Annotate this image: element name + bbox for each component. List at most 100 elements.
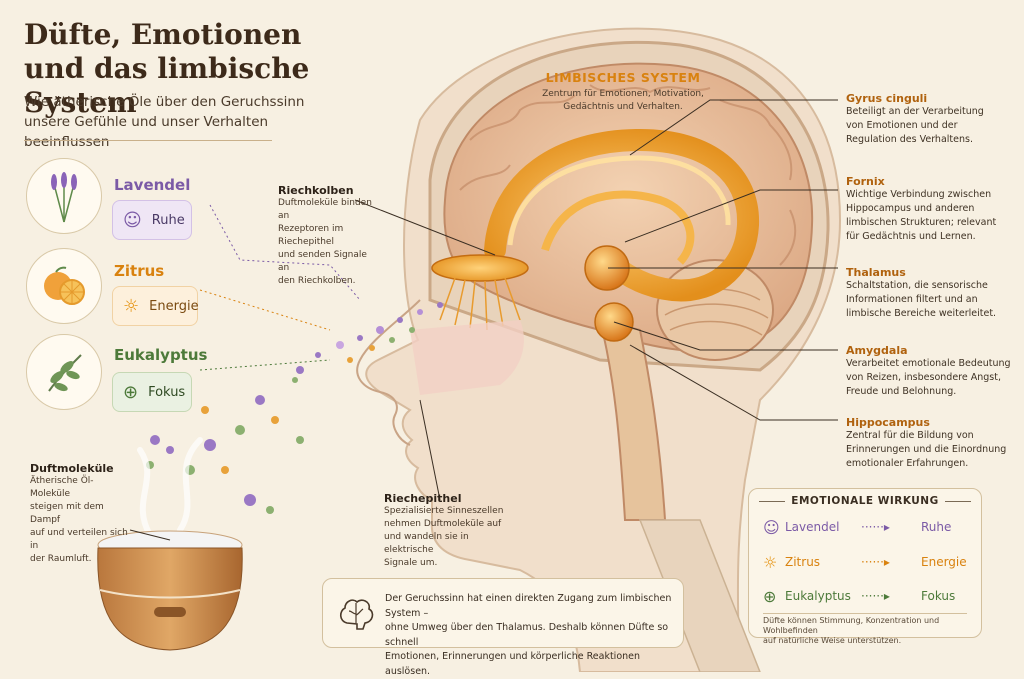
structure-desc: Informationen filtert und an (846, 294, 978, 305)
structure-desc: Regulation des Verhaltens. (846, 134, 973, 145)
structure-desc: limbischen Strukturen; relevant (846, 217, 997, 228)
brain-folds (459, 84, 797, 320)
legend-footer: Düfte können Stimmung, Konzentration und… (763, 616, 940, 645)
structure-desc: Zentral für die Bildung von (846, 430, 974, 441)
structure-hippocampus: Hippocampus Zentral für die Bildung von … (846, 416, 1018, 471)
subtitle-line-1: Wie ätherische Öle über den Geruchssinn (24, 94, 305, 110)
structure-desc: emotionaler Erfahrungen. (846, 458, 969, 469)
vapor (137, 437, 203, 538)
riechepithel-label: Riechepithel Spezialisierte Sinneszellen… (384, 492, 514, 570)
structure-desc: Schaltstation, die sensorische (846, 280, 988, 291)
structure-title: Gyrus cinguli (846, 92, 928, 105)
olfactory-nerves (439, 277, 521, 331)
fornix-arc (541, 190, 695, 265)
oil-effect-label: Energie (149, 298, 199, 314)
arrow-icon: ⋅⋅⋅⋅⋅⋅▸ (861, 520, 890, 534)
diffuser-title: Duftmoleküle (30, 462, 114, 475)
limbic-desc-2: Gedächtnis und Verhalten. (563, 102, 683, 112)
structure-gyrus-cinguli: Gyrus cinguli Beteiligt an der Verarbeit… (846, 92, 1016, 147)
oil-effect-eukalyptus: ⊕ Fokus (112, 372, 192, 412)
structure-title: Amygdala (846, 344, 908, 357)
lavender-image (26, 158, 102, 234)
diffuser-label: Duftmoleküle Ätherische Öl-Moleküle stei… (30, 462, 130, 566)
riechepithel-desc-3: und wandeln sie in elektrische (384, 532, 469, 555)
riechepithel-desc-2: nehmen Duftmoleküle auf (384, 519, 502, 529)
face-profile (356, 299, 421, 446)
meditation-icon: ☺ (763, 517, 780, 537)
diffuser-desc-1: Ätherische Öl-Moleküle (30, 476, 94, 499)
riechkolben-desc-2: Rezeptoren im Riechepithel (278, 224, 344, 247)
info-note-box: Der Geruchssinn hat einen direkten Zugan… (322, 578, 684, 677)
citrus-image (26, 248, 102, 324)
oil-name-eukalyptus: Eukalyptus (114, 346, 208, 364)
title-divider (24, 140, 272, 141)
legend-oil: Lavendel (785, 520, 840, 534)
lavender-icon (51, 172, 77, 223)
emotional-effect-legend: EMOTIONALE WIRKUNG ☺ Lavendel ⋅⋅⋅⋅⋅⋅▸ Ru… (748, 488, 982, 645)
structure-thalamus: Thalamus Schaltstation, die sensorische … (846, 266, 1018, 321)
eucalyptus-icon (48, 354, 82, 392)
citrus-icon (44, 266, 85, 305)
arrow-icon: ⋅⋅⋅⋅⋅⋅▸ (861, 589, 890, 603)
title-line-1: Düfte, Emotionen (24, 18, 302, 51)
olfactory-bulb (431, 254, 529, 282)
subtitle-line-2: unsere Gefühle und unser Verhalten beein… (24, 114, 269, 150)
oil-effect-label: Ruhe (151, 212, 185, 228)
legend-oil: Eukalyptus (785, 589, 851, 603)
eucalyptus-image (26, 334, 102, 410)
sun-icon: ☼ (123, 295, 140, 317)
legend-divider (763, 613, 967, 614)
legend-effect: Energie (921, 555, 967, 569)
oil-name-zitrus: Zitrus (114, 262, 165, 280)
riechkolben-desc-1: Duftmoleküle binden an (278, 198, 372, 221)
connector-lines (129, 99, 838, 541)
legend-effect: Ruhe (921, 520, 952, 534)
diffuser-desc-2: steigen mit dem Dampf (30, 502, 104, 525)
limbic-label: LIMBISCHES SYSTEM Zentrum für Emotionen,… (538, 70, 708, 114)
legend-oil: Zitrus (785, 555, 821, 569)
riechkolben-label: Riechkolben Duftmoleküle binden an Rezep… (278, 184, 378, 288)
riechepithel-desc-1: Spezialisierte Sinneszellen (384, 506, 504, 516)
oil-effect-lavendel: ☺ Ruhe (112, 200, 192, 240)
structure-desc: Beteiligt an der Verarbeitung (846, 106, 984, 117)
oil-name-lavendel: Lavendel (114, 176, 191, 194)
riechepithel-desc-4: Signale um. (384, 558, 438, 568)
note-text: Der Geruchssinn hat einen direkten Zugan… (385, 593, 672, 677)
structure-desc: für Gedächtnis und Lernen. (846, 231, 976, 242)
riechkolben-desc-3: und senden Signale an (278, 250, 367, 273)
structure-desc: Hippocampus und anderen (846, 203, 975, 214)
structure-desc: Wichtige Verbindung zwischen (846, 189, 992, 200)
cingulate-line (507, 155, 731, 246)
limbic-desc-1: Zentrum für Emotionen, Motivation, (542, 89, 704, 99)
structure-desc: limbische Bereiche weiterleitet. (846, 308, 997, 319)
structure-fornix: Fornix Wichtige Verbindung zwischen Hipp… (846, 175, 1018, 244)
sun-icon: ☼ (763, 552, 778, 572)
target-icon: ⊕ (123, 381, 139, 403)
legend-row-lavendel: ☺ Lavendel ⋅⋅⋅⋅⋅⋅▸ Ruhe (763, 516, 973, 538)
oil-effect-label: Fokus (148, 384, 186, 400)
structure-title: Fornix (846, 175, 885, 188)
structure-desc: von Reizen, insbesondere Angst, (846, 372, 1001, 383)
structure-desc: Freude und Belohnung. (846, 386, 957, 397)
legend-title: EMOTIONALE WIRKUNG (749, 495, 981, 507)
structure-desc: Erinnerungen und die Einordnung (846, 444, 1007, 455)
structure-amygdala: Amygdala Verarbeitet emotionale Bedeutun… (846, 344, 1018, 399)
diffuser-button (154, 607, 186, 617)
diffuser-band (99, 589, 241, 599)
riechkolben-desc-4: den Riechkolben. (278, 276, 356, 286)
page-title: Düfte, Emotionen und das limbische Syste… (24, 18, 384, 120)
page-subtitle: Wie ätherische Öle über den Geruchssinn … (24, 92, 324, 152)
structure-desc: von Emotionen und der (846, 120, 958, 131)
oil-effect-zitrus: ☼ Energie (112, 286, 199, 326)
dotted-connectors (209, 204, 361, 301)
structure-title: Hippocampus (846, 416, 930, 429)
title-line-2: und das limbische System (24, 52, 310, 119)
target-icon: ⊕ (763, 586, 777, 606)
structure-title: Thalamus (846, 266, 906, 279)
riechepithel-title: Riechepithel (384, 492, 462, 505)
diffuser-body (97, 547, 243, 651)
brain-icon (339, 599, 374, 630)
legend-effect: Fokus (921, 589, 956, 603)
structure-desc: Verarbeitet emotionale Bedeutung (846, 358, 1011, 369)
